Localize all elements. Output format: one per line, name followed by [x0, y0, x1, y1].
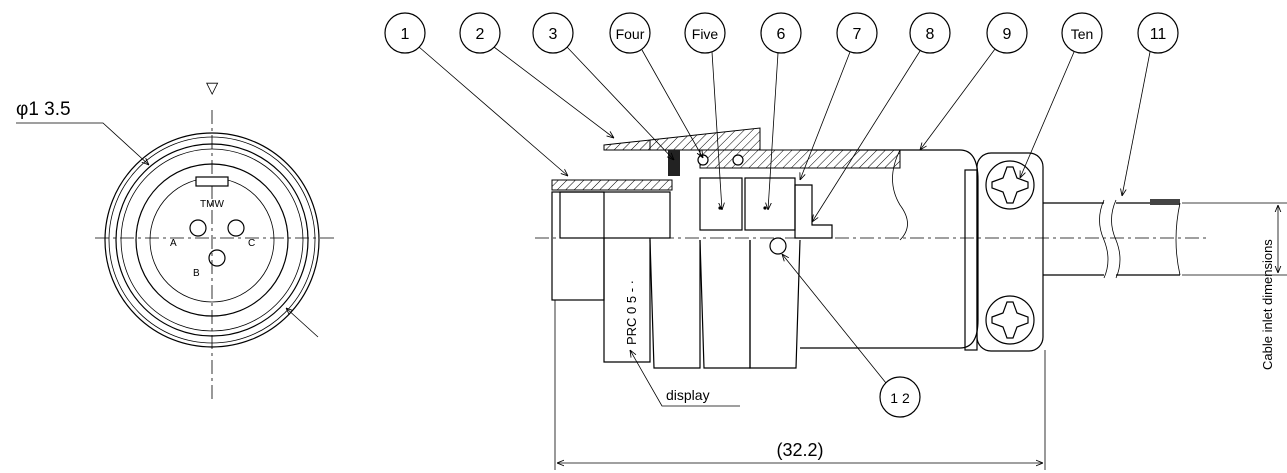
balloon-8: 8 [909, 12, 951, 54]
annotations: PRC 0 5 - · display (32.2) Cable inlet d… [554, 202, 1287, 470]
block-1-dot [718, 206, 722, 210]
balloon-2: 2 [459, 12, 501, 54]
rear-body-break [892, 149, 908, 241]
leader-11 [1122, 51, 1151, 196]
balloon-9: 9 [986, 12, 1028, 54]
clamp-screw-bottom [985, 295, 1035, 345]
insert-outline [135, 163, 289, 317]
set-screw-12 [769, 237, 787, 255]
svg-text:1: 1 [401, 26, 410, 43]
o-ring-section [668, 150, 680, 176]
leader-3 [566, 46, 674, 160]
body-mid-hatch [699, 149, 901, 169]
screw-b [732, 154, 744, 166]
outer-ring [104, 132, 320, 348]
outer-ring-inner [108, 136, 316, 344]
pin-c-label: C [248, 238, 255, 249]
svg-text:2: 2 [476, 26, 485, 43]
leader-12 [782, 254, 887, 384]
display-label: display [666, 387, 710, 403]
nut-ring-1 [603, 238, 651, 363]
balloon-5: Five [684, 12, 726, 54]
diameter-leader-1 [16, 122, 149, 165]
coupling-hatch [603, 139, 651, 151]
contact-block-1 [699, 177, 743, 231]
coupling-ring-inner [120, 148, 304, 332]
screw-a [697, 154, 709, 166]
clamp-piece [794, 184, 833, 239]
marking-text: PRC 0 5 - · [624, 280, 639, 345]
cable-break-a [1099, 199, 1109, 279]
nut-ring-2 [649, 239, 701, 369]
leader-1 [418, 46, 568, 176]
front-view: TMW A B C ▽ φ1 3.5 [16, 80, 335, 400]
svg-text:6: 6 [777, 26, 786, 43]
inner-sleeve [559, 191, 671, 239]
pin-b-contact [208, 249, 226, 267]
leader-5 [711, 51, 722, 210]
leader-10 [1020, 51, 1075, 178]
leader-2 [493, 46, 614, 138]
balloon-3: 3 [532, 12, 574, 54]
leader-8 [812, 50, 921, 222]
shell-hatch [551, 179, 673, 191]
leader-lines [418, 46, 1151, 384]
rear-body [800, 149, 979, 349]
overall-length-label: (32.2) [776, 440, 823, 460]
leader-6 [768, 52, 779, 210]
block-2-dot [763, 206, 767, 210]
top-marker-symbol: ▽ [206, 80, 219, 97]
callout-balloons: 1 2 3 Four Five 6 7 8 9 Ten 11 1 2 [384, 12, 1179, 418]
brand-label: TMW [200, 199, 224, 210]
side-view [535, 127, 1210, 369]
balloon-7: 7 [836, 12, 878, 54]
nut-ring-4 [749, 239, 801, 369]
svg-text:1 2: 1 2 [890, 390, 910, 406]
pin-c-contact [227, 219, 245, 237]
svg-text:Four: Four [616, 26, 645, 42]
svg-text:9: 9 [1003, 26, 1012, 43]
key-notch [195, 176, 229, 187]
svg-text:3: 3 [549, 26, 558, 43]
pin-a-label: A [170, 238, 177, 249]
clamp-flange [964, 169, 978, 351]
coupling-ring [115, 143, 309, 337]
cable-clamp [976, 152, 1044, 352]
svg-text:Ten: Ten [1071, 26, 1094, 42]
screw-head-bottom [991, 301, 1029, 339]
cable-break-b [1111, 199, 1121, 279]
leader-7 [800, 51, 851, 180]
screw-head-top [991, 166, 1029, 204]
cable-inlet-label: Cable inlet dimensions [1260, 239, 1275, 370]
clamp-screw-top [985, 160, 1035, 210]
display-leader [630, 350, 740, 407]
svg-text:11: 11 [1150, 26, 1167, 43]
pin-b-label: B [193, 268, 200, 279]
svg-text:Five: Five [692, 26, 719, 42]
diameter-label: φ1 3.5 [16, 99, 71, 120]
leader-9 [920, 48, 996, 150]
cable-jacket-end [1150, 199, 1180, 205]
cable-end [1175, 202, 1181, 276]
balloon-11: 11 [1137, 12, 1179, 54]
balloon-4: Four [609, 12, 651, 54]
svg-text:8: 8 [926, 26, 935, 43]
diameter-leader-2 [286, 308, 319, 338]
balloon-10: Ten [1061, 12, 1103, 54]
pin-a-contact [189, 219, 207, 237]
svg-text:7: 7 [853, 26, 862, 43]
balloon-6: 6 [760, 12, 802, 54]
balloon-12: 1 2 [879, 376, 921, 418]
balloon-1: 1 [384, 12, 426, 54]
leader-4 [641, 49, 703, 158]
contact-block-2 [744, 177, 796, 231]
nut-ring-3 [699, 239, 751, 369]
body-top-hatch [649, 127, 761, 151]
